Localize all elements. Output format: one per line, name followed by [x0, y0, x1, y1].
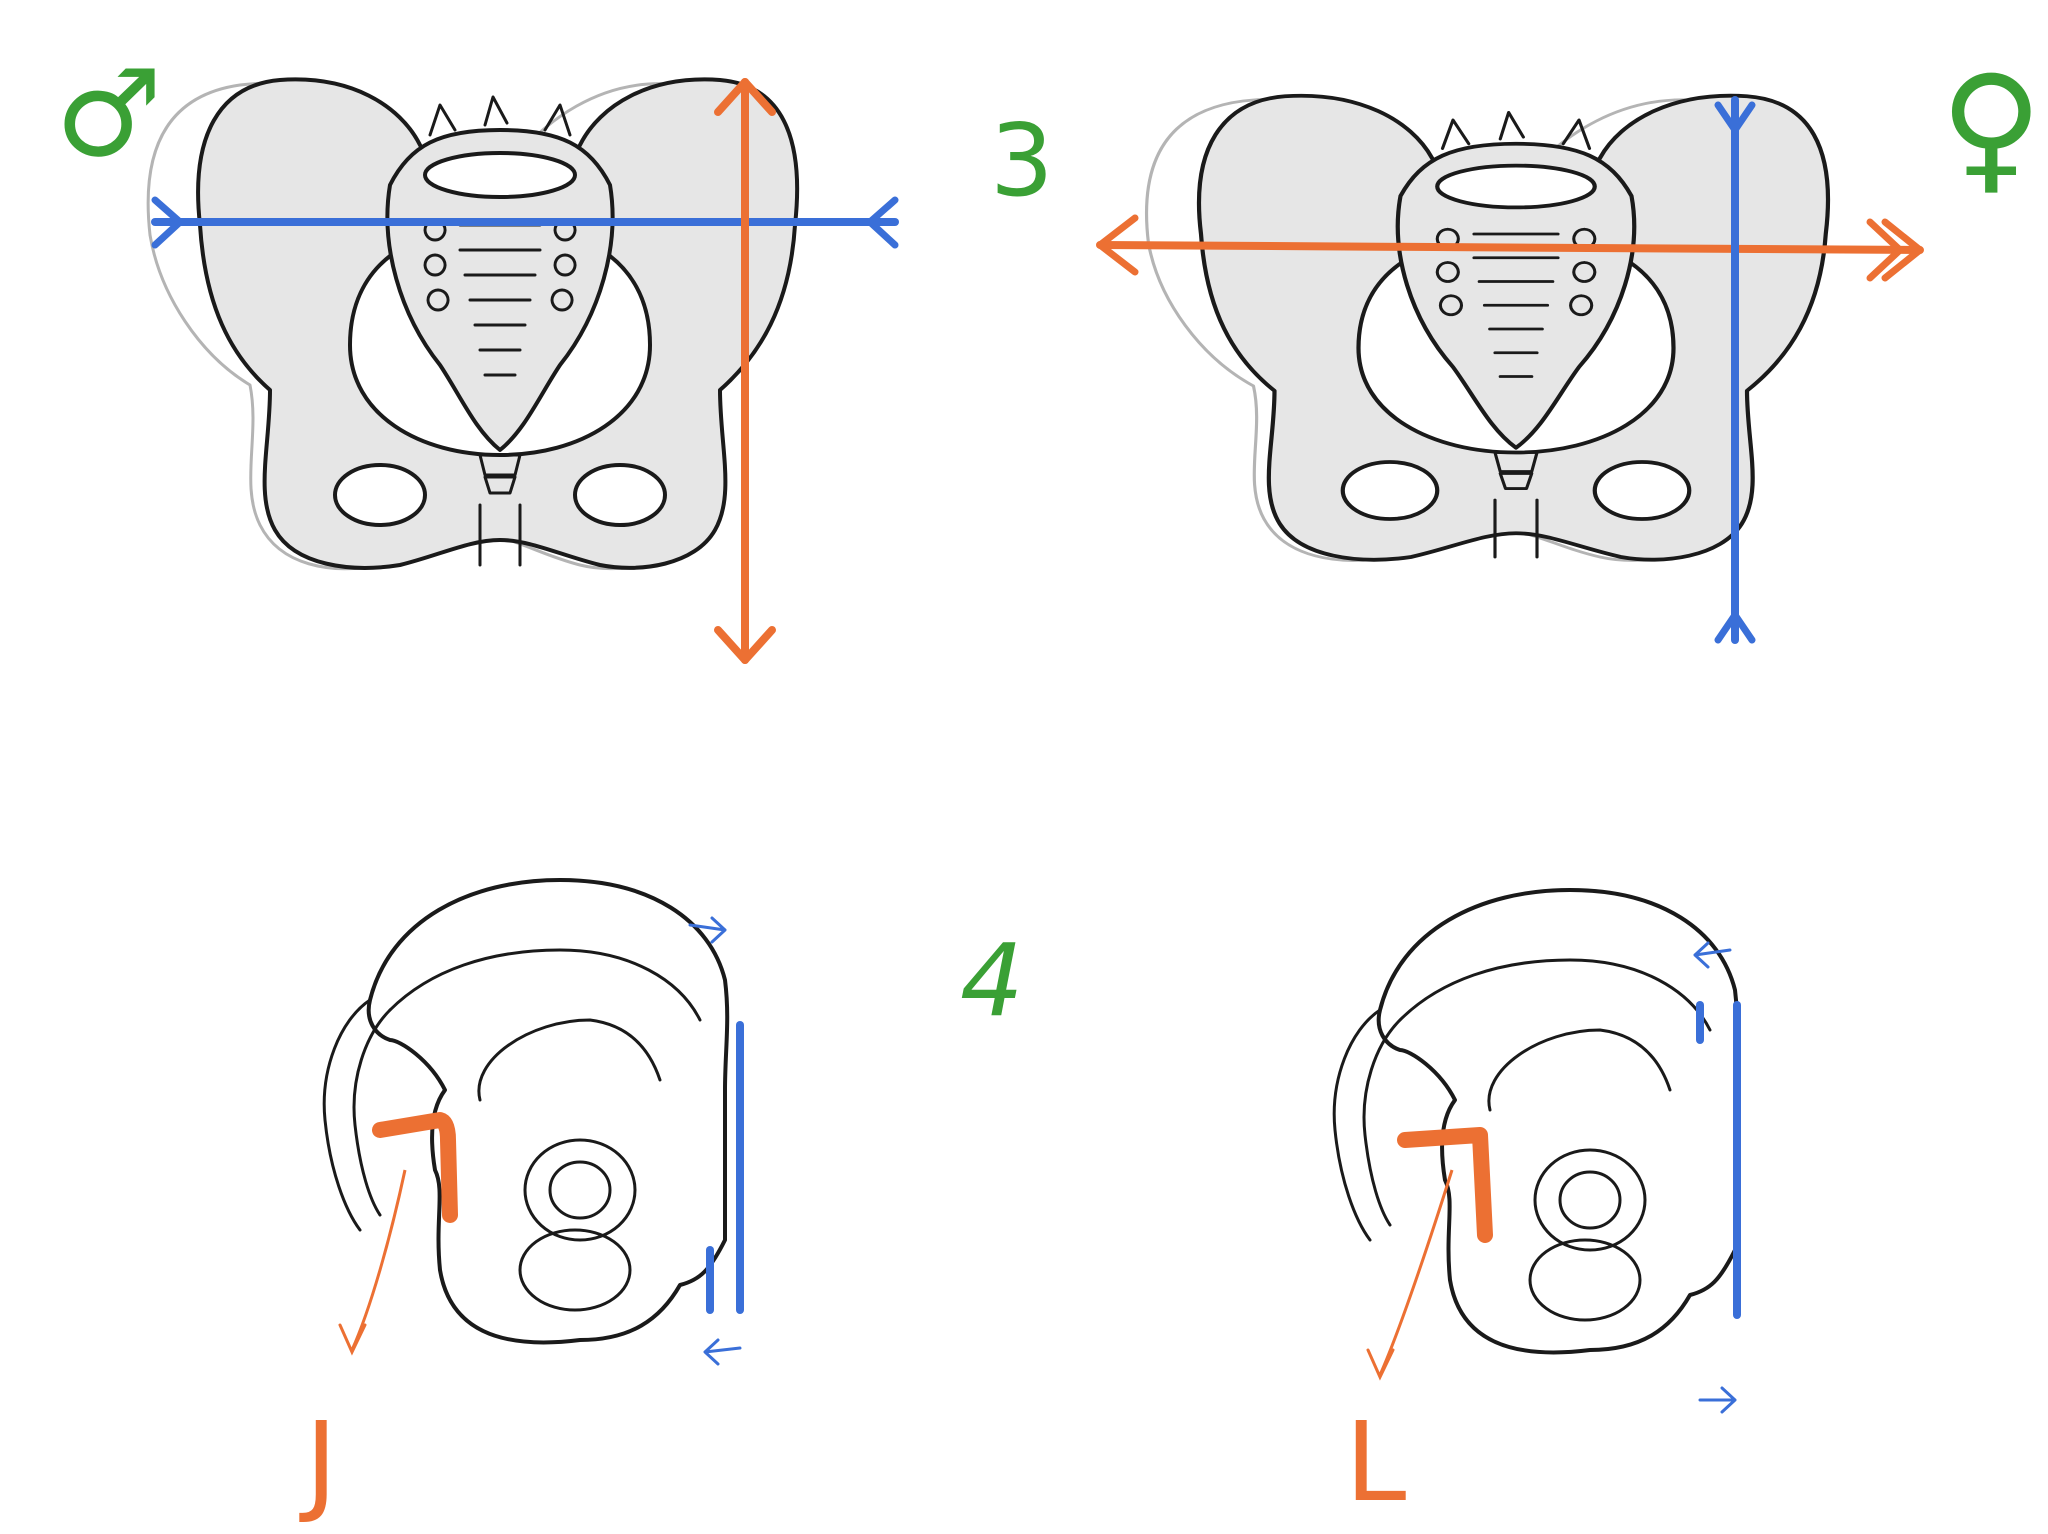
- male-pelvis-front: [146, 77, 800, 571]
- male-symbol-icon: ♂: [55, 45, 163, 184]
- female-height-line: [1714, 96, 1756, 644]
- step-3-label: 3: [990, 102, 1054, 219]
- letter-j-label: J: [299, 1398, 337, 1526]
- letter-l-label: L: [1345, 1398, 1406, 1526]
- male-j-curve: [338, 1112, 458, 1356]
- male-width-line: [151, 196, 899, 249]
- female-l-curve: [1366, 1127, 1493, 1381]
- female-pelvis-front: [1147, 96, 1828, 561]
- male-height-arrow: [714, 78, 776, 664]
- female-width-arrow: [1096, 214, 1924, 282]
- male-side-measure: [688, 916, 744, 1366]
- female-symbol-icon: ♀: [1940, 46, 2043, 209]
- male-hip-side: [322, 878, 730, 1345]
- step-4-label: 4: [960, 922, 1024, 1039]
- female-hip-side: [1332, 888, 1740, 1355]
- female-side-measure: [1693, 941, 1741, 1414]
